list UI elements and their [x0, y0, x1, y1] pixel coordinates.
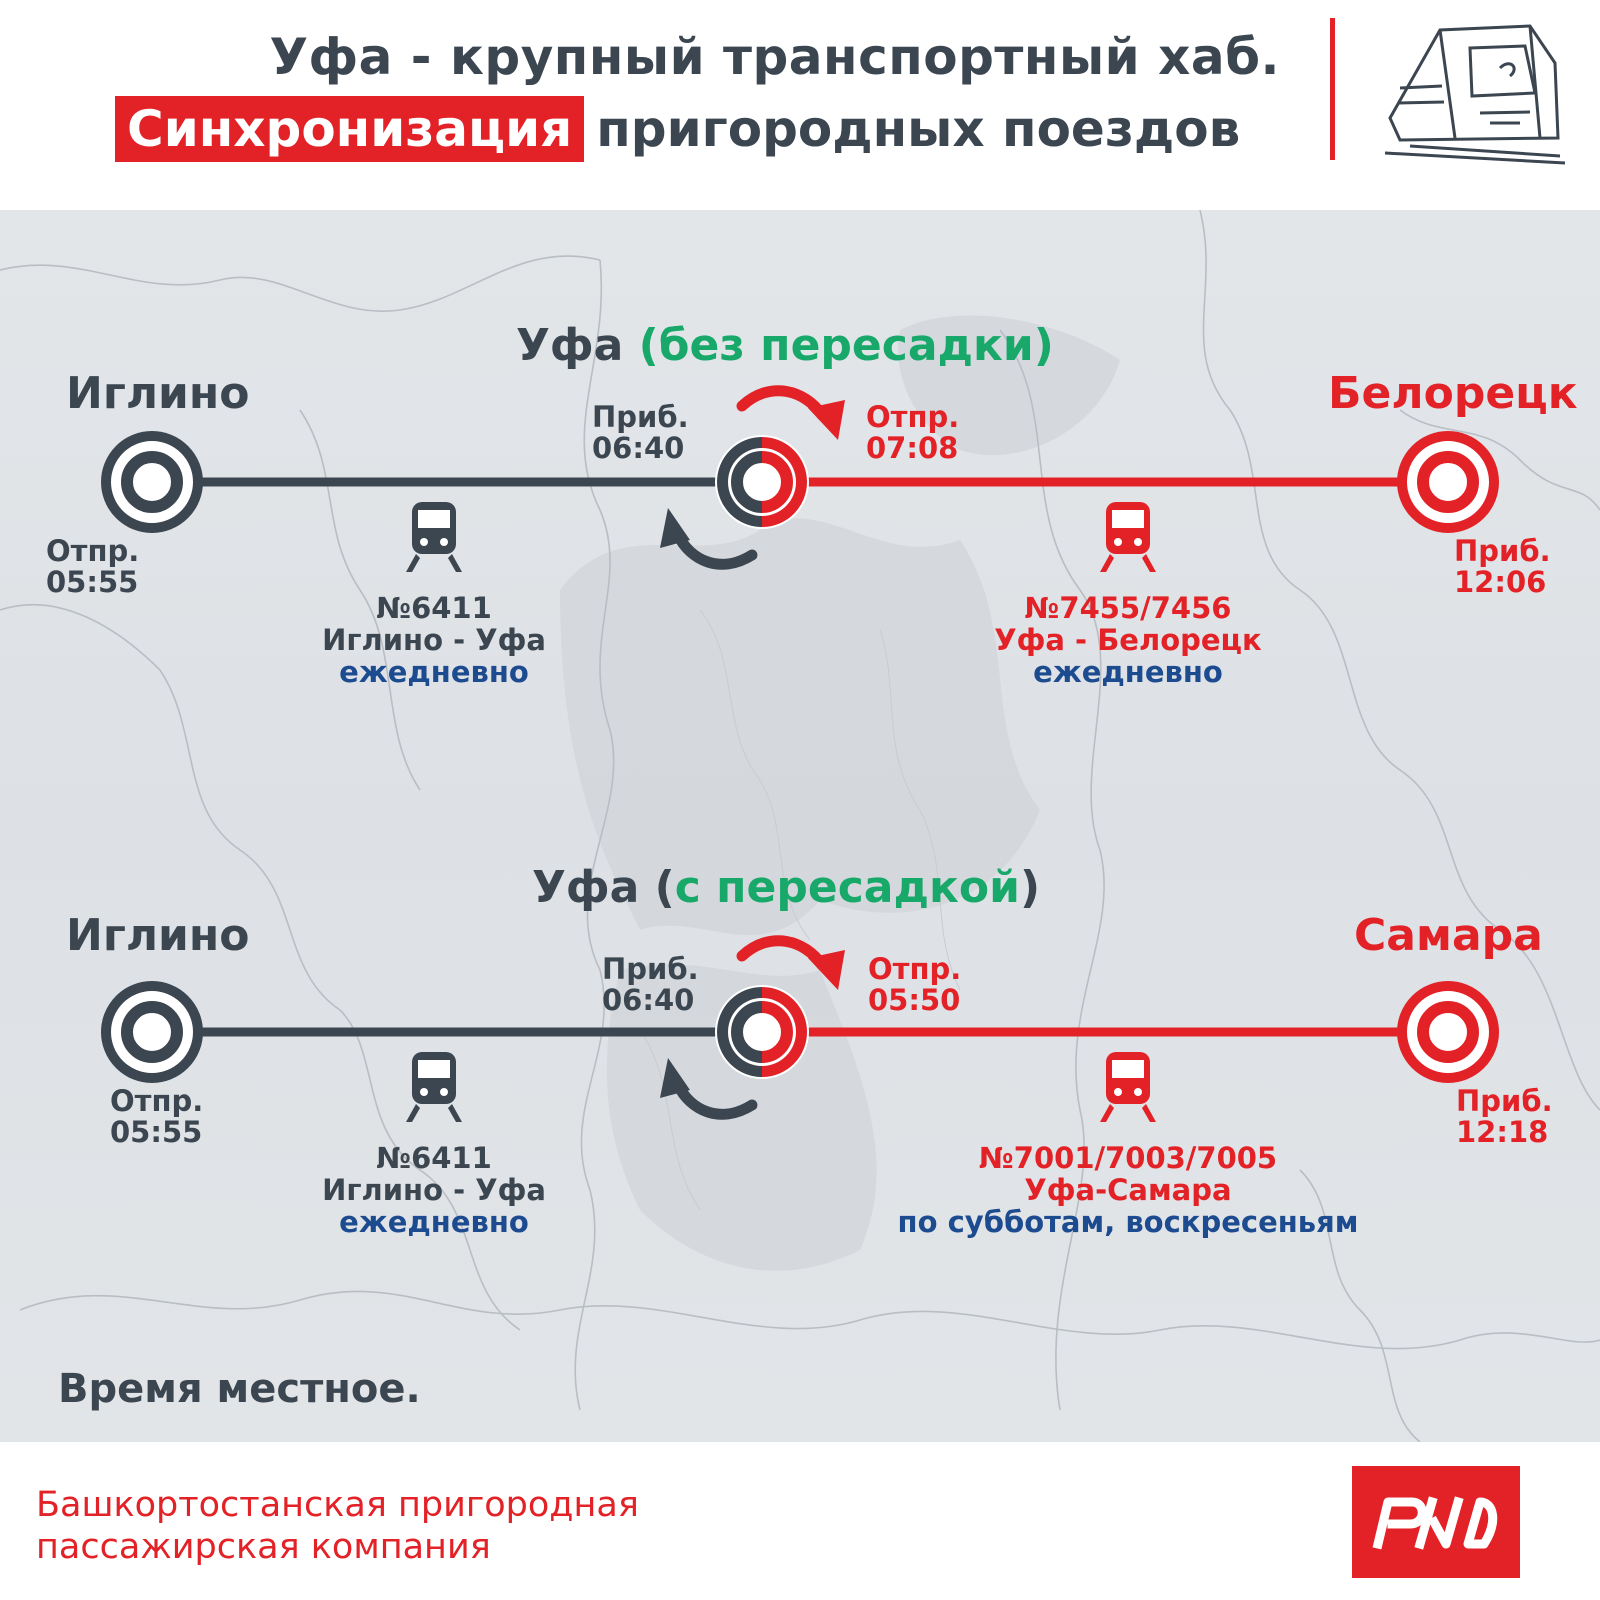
route-lines: [101, 385, 1499, 1122]
route2-hub-label: Уфа (с пересадкой): [532, 862, 1041, 913]
train-front-icon: [406, 1052, 462, 1122]
route1-hub-label: Уфа (без пересадки): [516, 320, 1054, 371]
company-name: Башкортостанская пригородная пассажирска…: [36, 1485, 639, 1567]
route2-destination-arrival: Приб. 12:18: [1456, 1084, 1553, 1149]
route2-hub-arrival: Приб. 06:40: [602, 952, 699, 1017]
header-title-rest: пригородных поездов: [596, 100, 1241, 158]
route1-train1-info: №6411 Иглино - Уфа ежедневно: [322, 591, 546, 689]
hub-ring-icon: [715, 985, 809, 1079]
station-ring-icon: [1397, 981, 1499, 1083]
train-front-icon: [1100, 1052, 1156, 1122]
map-area: Уфа (без пересадки) Иглино Белорецк Приб…: [0, 210, 1600, 1442]
route2-origin-departure: Отпр. 05:55: [110, 1084, 204, 1149]
local-time-note: Время местное.: [58, 1366, 421, 1412]
header-highlight: Синхронизация: [115, 96, 585, 162]
route1-destination-name: Белорецк: [1328, 368, 1578, 419]
suburban-train-icon: [1384, 24, 1566, 165]
route2-train2-info: №7001/7003/7005 Уфа-Самара по субботам, …: [897, 1141, 1359, 1239]
rzd-logo-mark: [1372, 1496, 1498, 1550]
arrow-curved-icon: [660, 385, 845, 570]
train-front-icon: [1100, 502, 1156, 572]
route2-origin-name: Иглино: [66, 910, 250, 961]
station-ring-icon: [1397, 431, 1499, 533]
route1-hub-arrival: Приб. 06:40: [592, 400, 689, 465]
map-background: [0, 210, 1600, 1442]
rzd-logo: [1352, 1466, 1520, 1578]
route1-destination-arrival: Приб. 12:06: [1454, 534, 1551, 599]
header-divider: [1330, 18, 1335, 160]
station-ring-icon: [101, 431, 203, 533]
arrow-curved-icon: [660, 935, 845, 1120]
route1-origin-departure: Отпр. 05:55: [46, 534, 140, 599]
route1-origin-name: Иглино: [66, 368, 250, 419]
train-front-icon: [406, 502, 462, 572]
route1-train2-info: №7455/7456 Уфа - Белорецк ежедневно: [994, 591, 1262, 689]
header-title-line2: Синхронизация пригородных поездов: [115, 96, 1240, 162]
route2-destination-name: Самара: [1354, 910, 1543, 961]
route2-hub-departure: Отпр. 05:50: [868, 952, 962, 1017]
hub-ring-icon: [715, 435, 809, 529]
station-ring-icon: [101, 981, 203, 1083]
route1-hub-departure: Отпр. 07:08: [866, 400, 960, 465]
route2-train1-info: №6411 Иглино - Уфа ежедневно: [322, 1141, 546, 1239]
header-title-line1: Уфа - крупный транспортный хаб.: [269, 28, 1280, 86]
